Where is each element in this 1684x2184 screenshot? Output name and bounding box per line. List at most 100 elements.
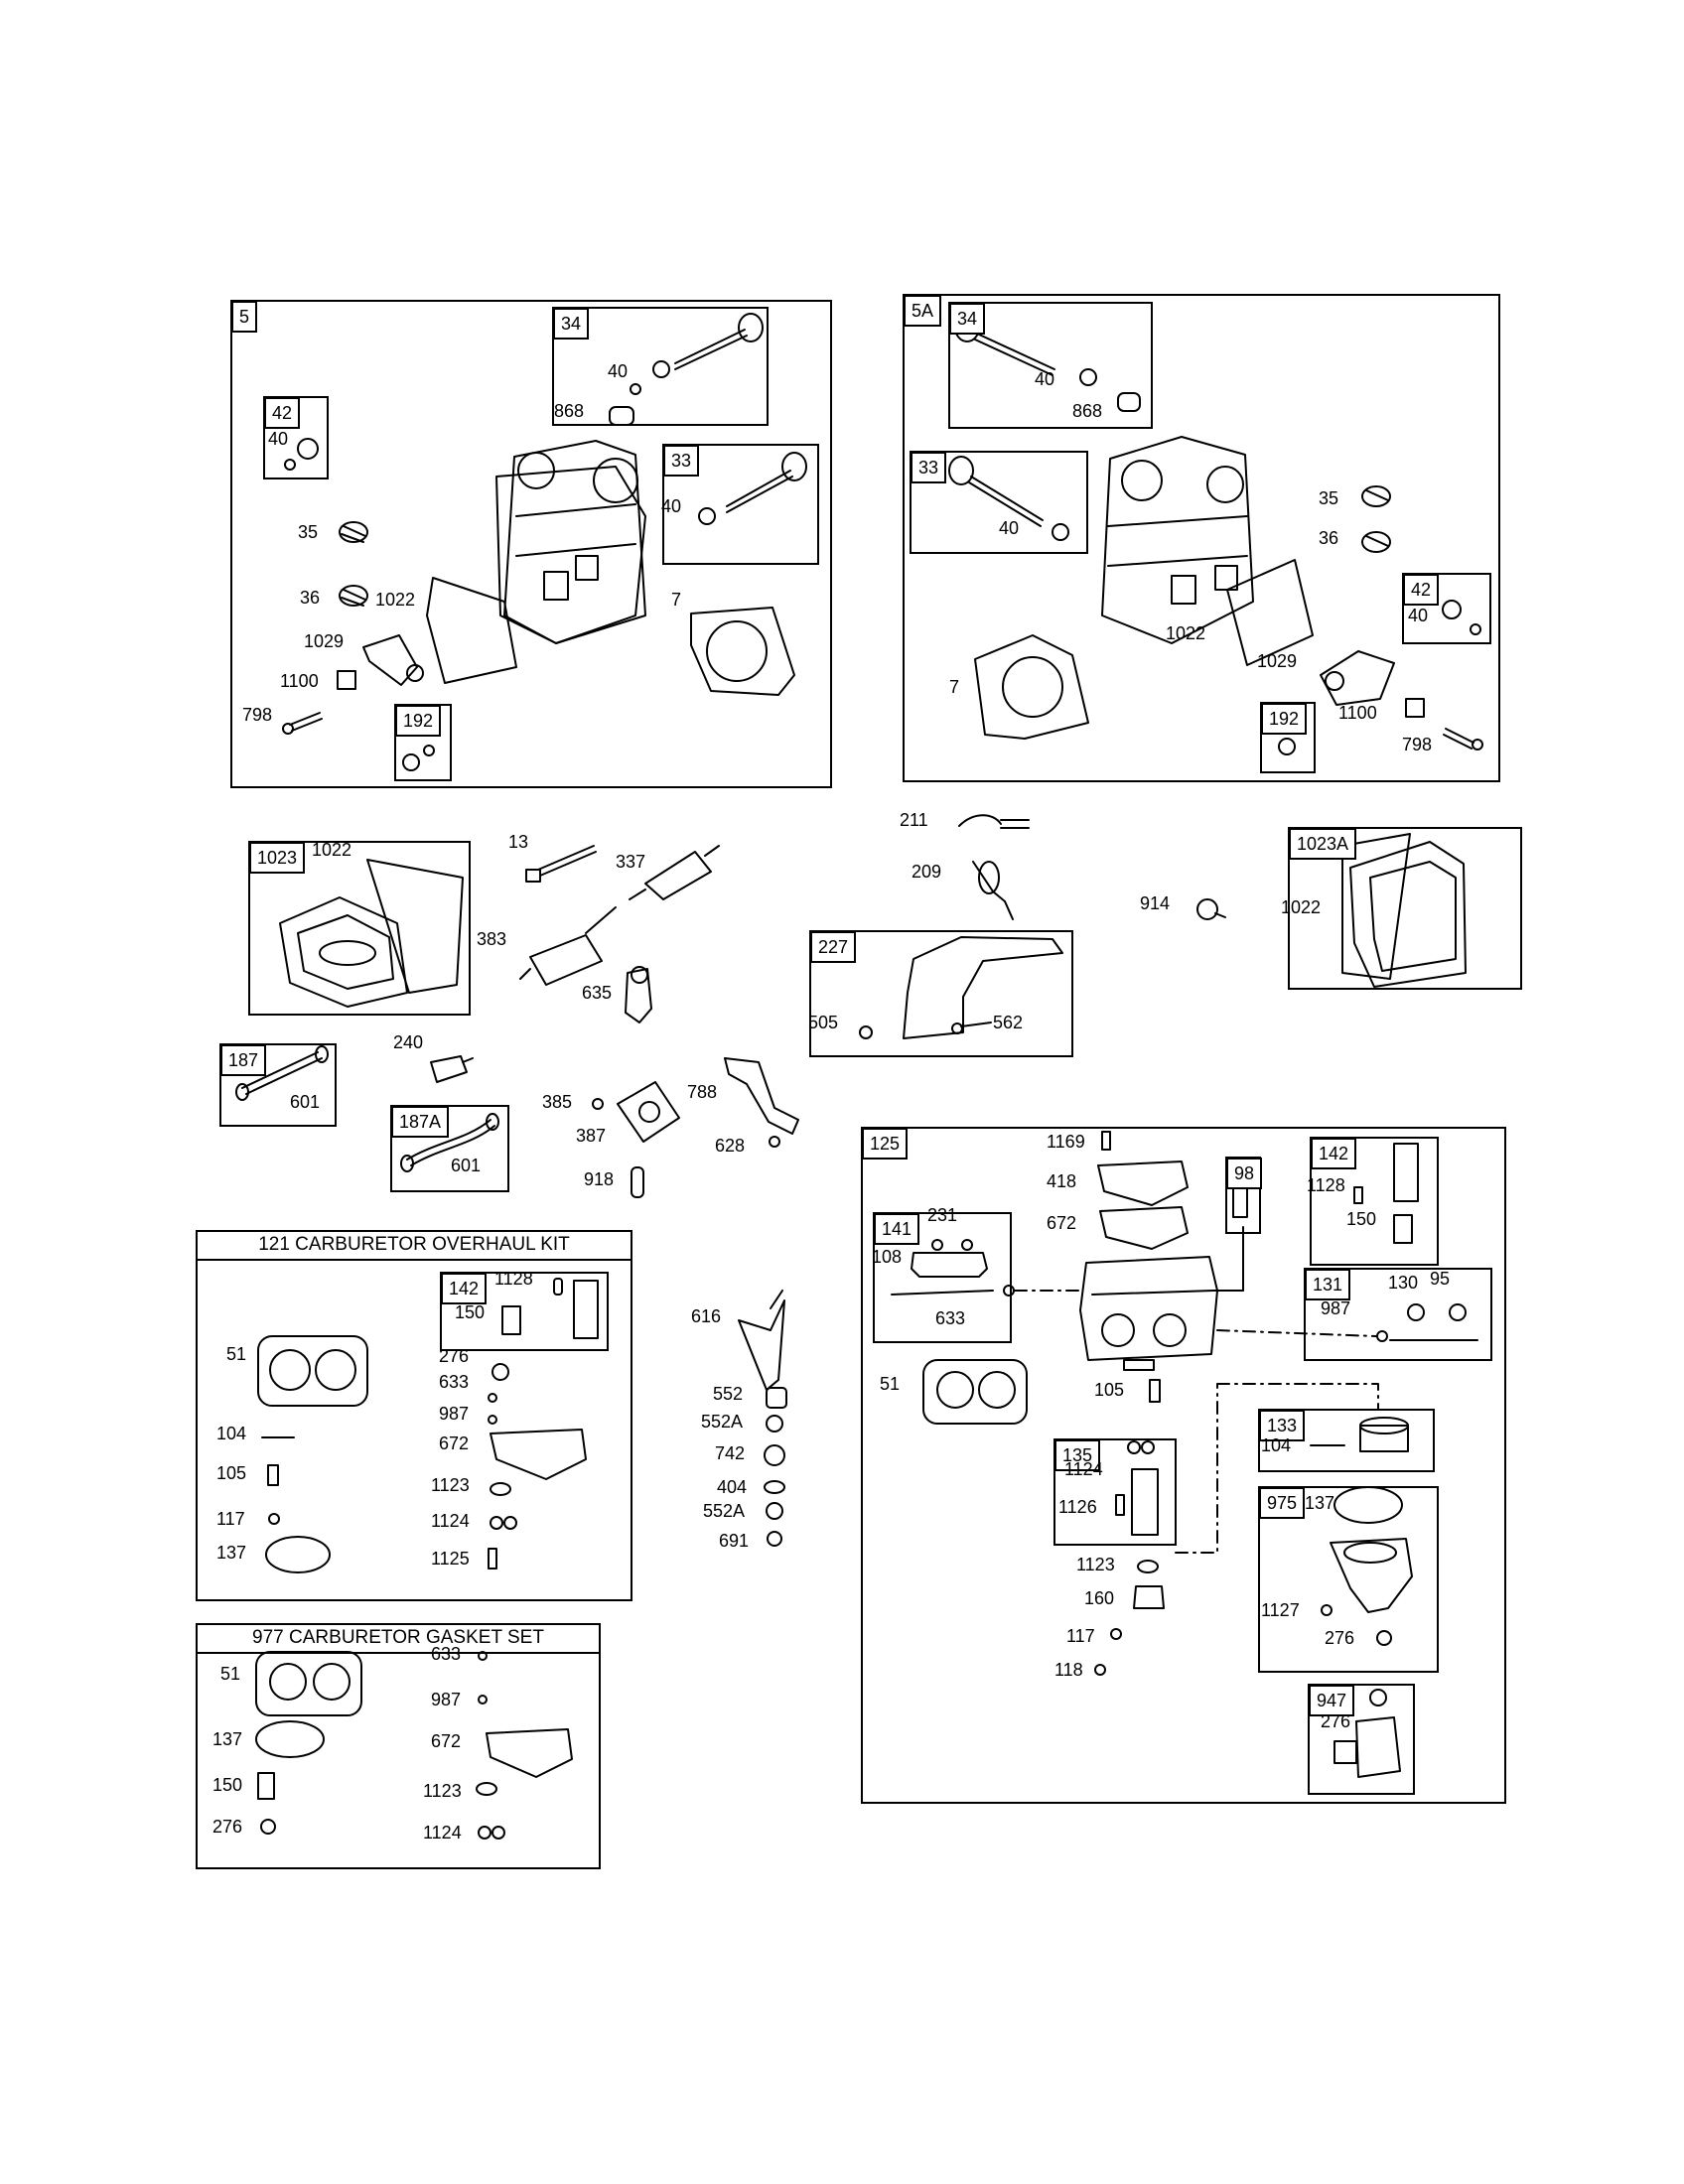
box-tag-33b: 33 — [911, 452, 947, 483]
kit121-part-987 — [488, 1415, 497, 1425]
part-label: 918 — [584, 1169, 615, 1189]
part-label: 13 — [508, 832, 529, 852]
part-130-95 — [1389, 1303, 1478, 1341]
part-label: 914 — [1140, 893, 1171, 913]
kit977-part-987 — [478, 1695, 488, 1705]
kit977-gasket-672 — [486, 1728, 573, 1778]
valve-cover-1023A — [1341, 833, 1467, 988]
group-frame-1023 — [248, 841, 471, 1016]
part-label: 40 — [999, 518, 1020, 538]
kit121-gasket-51 — [257, 1335, 368, 1407]
part-label: 1100 — [280, 671, 319, 691]
part-label: 40 — [1035, 369, 1055, 389]
bowl-975 — [1330, 1538, 1413, 1613]
part-552 — [766, 1387, 787, 1409]
spring-209 — [972, 861, 1014, 920]
kit121-part-1125 — [488, 1548, 497, 1570]
leader-133 — [1216, 1383, 1379, 1411]
cylinder-head-5 — [495, 440, 646, 644]
bolt-13 — [525, 845, 597, 883]
part-label: 1126 — [1058, 1497, 1097, 1517]
part-label: 276 — [1325, 1628, 1355, 1648]
part-633 — [1003, 1285, 1015, 1297]
kit977-oring-137 — [255, 1720, 325, 1758]
part-label: 7 — [949, 677, 960, 697]
valve-retainer-5A-42 — [1442, 600, 1462, 619]
part-label: 1127 — [1261, 1600, 1300, 1620]
box-tag-42a: 42 — [264, 397, 301, 429]
box-tag-5A: 5A — [904, 295, 942, 327]
part-label: 137 — [1305, 1493, 1335, 1513]
kit121-part-105 — [267, 1464, 279, 1486]
rocker-shaft-5A — [1320, 650, 1395, 706]
box-tag-187: 187 — [220, 1044, 267, 1076]
screw-562 — [951, 1022, 992, 1034]
carburetor-body — [1079, 1256, 1218, 1371]
part-label: 742 — [715, 1443, 746, 1463]
part-label: 1128 — [494, 1269, 533, 1289]
nut-505 — [859, 1025, 873, 1039]
kit977-part-276 — [260, 1819, 276, 1835]
part-label: 1123 — [423, 1781, 462, 1801]
part-98 — [1232, 1186, 1248, 1218]
box-tag-133: 133 — [1259, 1410, 1306, 1441]
part-label: 7 — [671, 590, 682, 610]
part-label: 987 — [439, 1404, 470, 1424]
part-label: 987 — [431, 1690, 462, 1709]
breather-tube-383 — [519, 906, 617, 986]
valve-cover-1023 — [279, 859, 464, 1008]
part-label: 117 — [1066, 1626, 1095, 1646]
group-frame-135 — [1053, 1438, 1177, 1546]
box-tag-192a: 192 — [395, 705, 442, 737]
box-tag-1023A: 1023A — [1289, 828, 1357, 860]
part-label: 108 — [872, 1247, 903, 1267]
fuel-line-187A — [400, 1113, 499, 1172]
group-frame-141 — [873, 1212, 1012, 1343]
part-label: 160 — [1084, 1588, 1115, 1608]
part-label: 672 — [431, 1731, 462, 1751]
part-label: 1029 — [1257, 651, 1298, 671]
part-160 — [1133, 1585, 1165, 1609]
leader-135 — [1175, 1383, 1218, 1554]
oring-137 — [1333, 1486, 1403, 1524]
leader-987 — [1216, 1329, 1377, 1337]
part-276a — [1376, 1630, 1392, 1646]
part-label: 1125 — [431, 1549, 470, 1569]
group-frame-142a — [440, 1272, 609, 1351]
part-label: 616 — [691, 1306, 722, 1326]
part-label: 130 — [1388, 1273, 1419, 1293]
cylinder-gasket-5A — [974, 634, 1089, 740]
box-tag-1023: 1023 — [249, 842, 306, 874]
valve-spring-36-5A — [1361, 531, 1391, 553]
gasket-51 — [922, 1359, 1028, 1425]
kit121-part-276 — [491, 1363, 509, 1381]
kit121-part-1123 — [490, 1482, 511, 1496]
group-frame-34a — [552, 307, 769, 426]
float-133 — [1359, 1417, 1409, 1452]
part-label: 104 — [1261, 1435, 1292, 1455]
kit121-gasket-672 — [490, 1429, 587, 1480]
valve-seal-5a — [609, 406, 634, 426]
group-frame-33b — [910, 451, 1088, 554]
valve-seal-5A — [1117, 392, 1141, 412]
kit977-part-150 — [257, 1772, 275, 1800]
part-label: 105 — [1094, 1380, 1125, 1400]
box-tag-135: 135 — [1054, 1439, 1101, 1471]
part-label: 209 — [912, 862, 942, 882]
jet-135 — [1115, 1440, 1159, 1536]
head-gasket-rect-5A — [1226, 559, 1314, 666]
part-105 — [1149, 1379, 1161, 1403]
part-label: 137 — [212, 1729, 243, 1749]
part-label: 505 — [808, 1013, 839, 1032]
part-276b — [1369, 1689, 1387, 1706]
box-tag-142b: 142 — [1311, 1138, 1357, 1169]
part-label: 635 — [582, 983, 613, 1003]
part-label: 150 — [1346, 1209, 1377, 1229]
group-frame-142b — [1310, 1137, 1439, 1266]
part-label: 383 — [477, 929, 507, 949]
part-label: 633 — [935, 1308, 966, 1328]
part-label: 385 — [542, 1092, 573, 1112]
fuel-line-187 — [235, 1045, 329, 1101]
box-tag-33a: 33 — [663, 445, 700, 477]
part-label: 1029 — [304, 631, 345, 651]
